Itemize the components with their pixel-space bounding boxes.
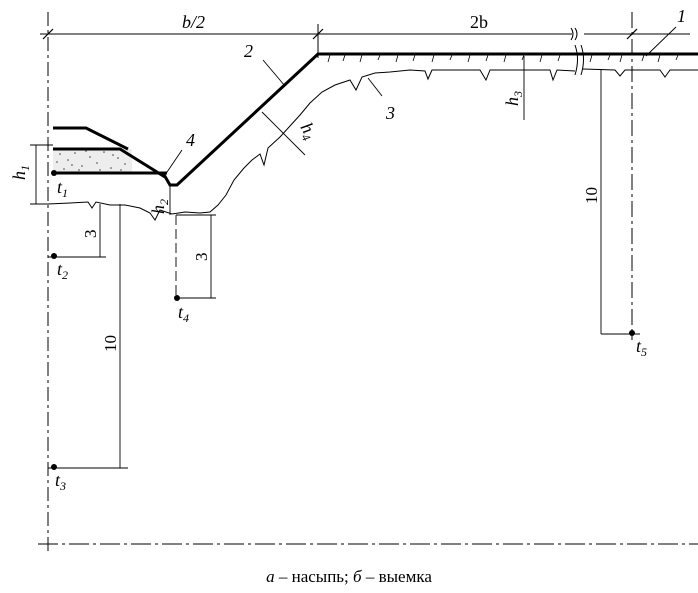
leader-3	[367, 77, 383, 97]
callout-3: 3	[385, 103, 395, 123]
point-t4	[174, 295, 180, 301]
embankment-top-line	[53, 126, 129, 151]
break-marks	[570, 27, 584, 76]
dim-long-left: 10	[101, 335, 120, 352]
label-h2: h2	[148, 199, 171, 214]
dim-half-width: b/2	[182, 12, 205, 32]
label-h1: h1	[9, 165, 32, 180]
point-t5	[629, 330, 635, 336]
embankment-dots	[56, 150, 126, 171]
label-t1: t1	[57, 177, 68, 200]
dimension-lines	[30, 26, 677, 469]
label-h4: h4	[294, 119, 321, 143]
slope-surface-line	[161, 52, 698, 187]
label-t4: t4	[178, 302, 189, 325]
embankment	[53, 126, 167, 179]
embankment-fill	[53, 149, 132, 173]
dim-long-right: 10	[582, 187, 601, 204]
callout-1: 1	[677, 6, 686, 26]
callout-2: 2	[244, 41, 253, 61]
leader-1	[645, 26, 677, 57]
embankment-mid-line	[53, 147, 166, 179]
leader-4	[164, 149, 183, 176]
label-t3: t3	[55, 470, 66, 493]
label-t5: t5	[636, 336, 647, 359]
dim-depth-mid: 3	[192, 253, 211, 262]
frame-lines	[38, 12, 698, 555]
measurement-points	[51, 170, 635, 470]
point-t2	[51, 253, 57, 259]
ground-line-right	[582, 68, 698, 78]
callout-4: 4	[186, 130, 195, 150]
point-t3	[51, 464, 57, 470]
dim-depth-left: 3	[81, 230, 100, 239]
figure-caption: а – насыпь; б – выемка	[266, 567, 432, 586]
natural-ground	[47, 68, 698, 221]
label-t2: t2	[57, 259, 68, 282]
surface-hatching	[327, 54, 679, 63]
ground-line-left	[47, 69, 576, 221]
point-t1	[51, 170, 57, 176]
leader-2	[262, 59, 286, 87]
dimension-ticks	[42, 28, 638, 40]
dim-double-width: 2b	[470, 12, 488, 32]
label-h3: h3	[502, 91, 525, 106]
